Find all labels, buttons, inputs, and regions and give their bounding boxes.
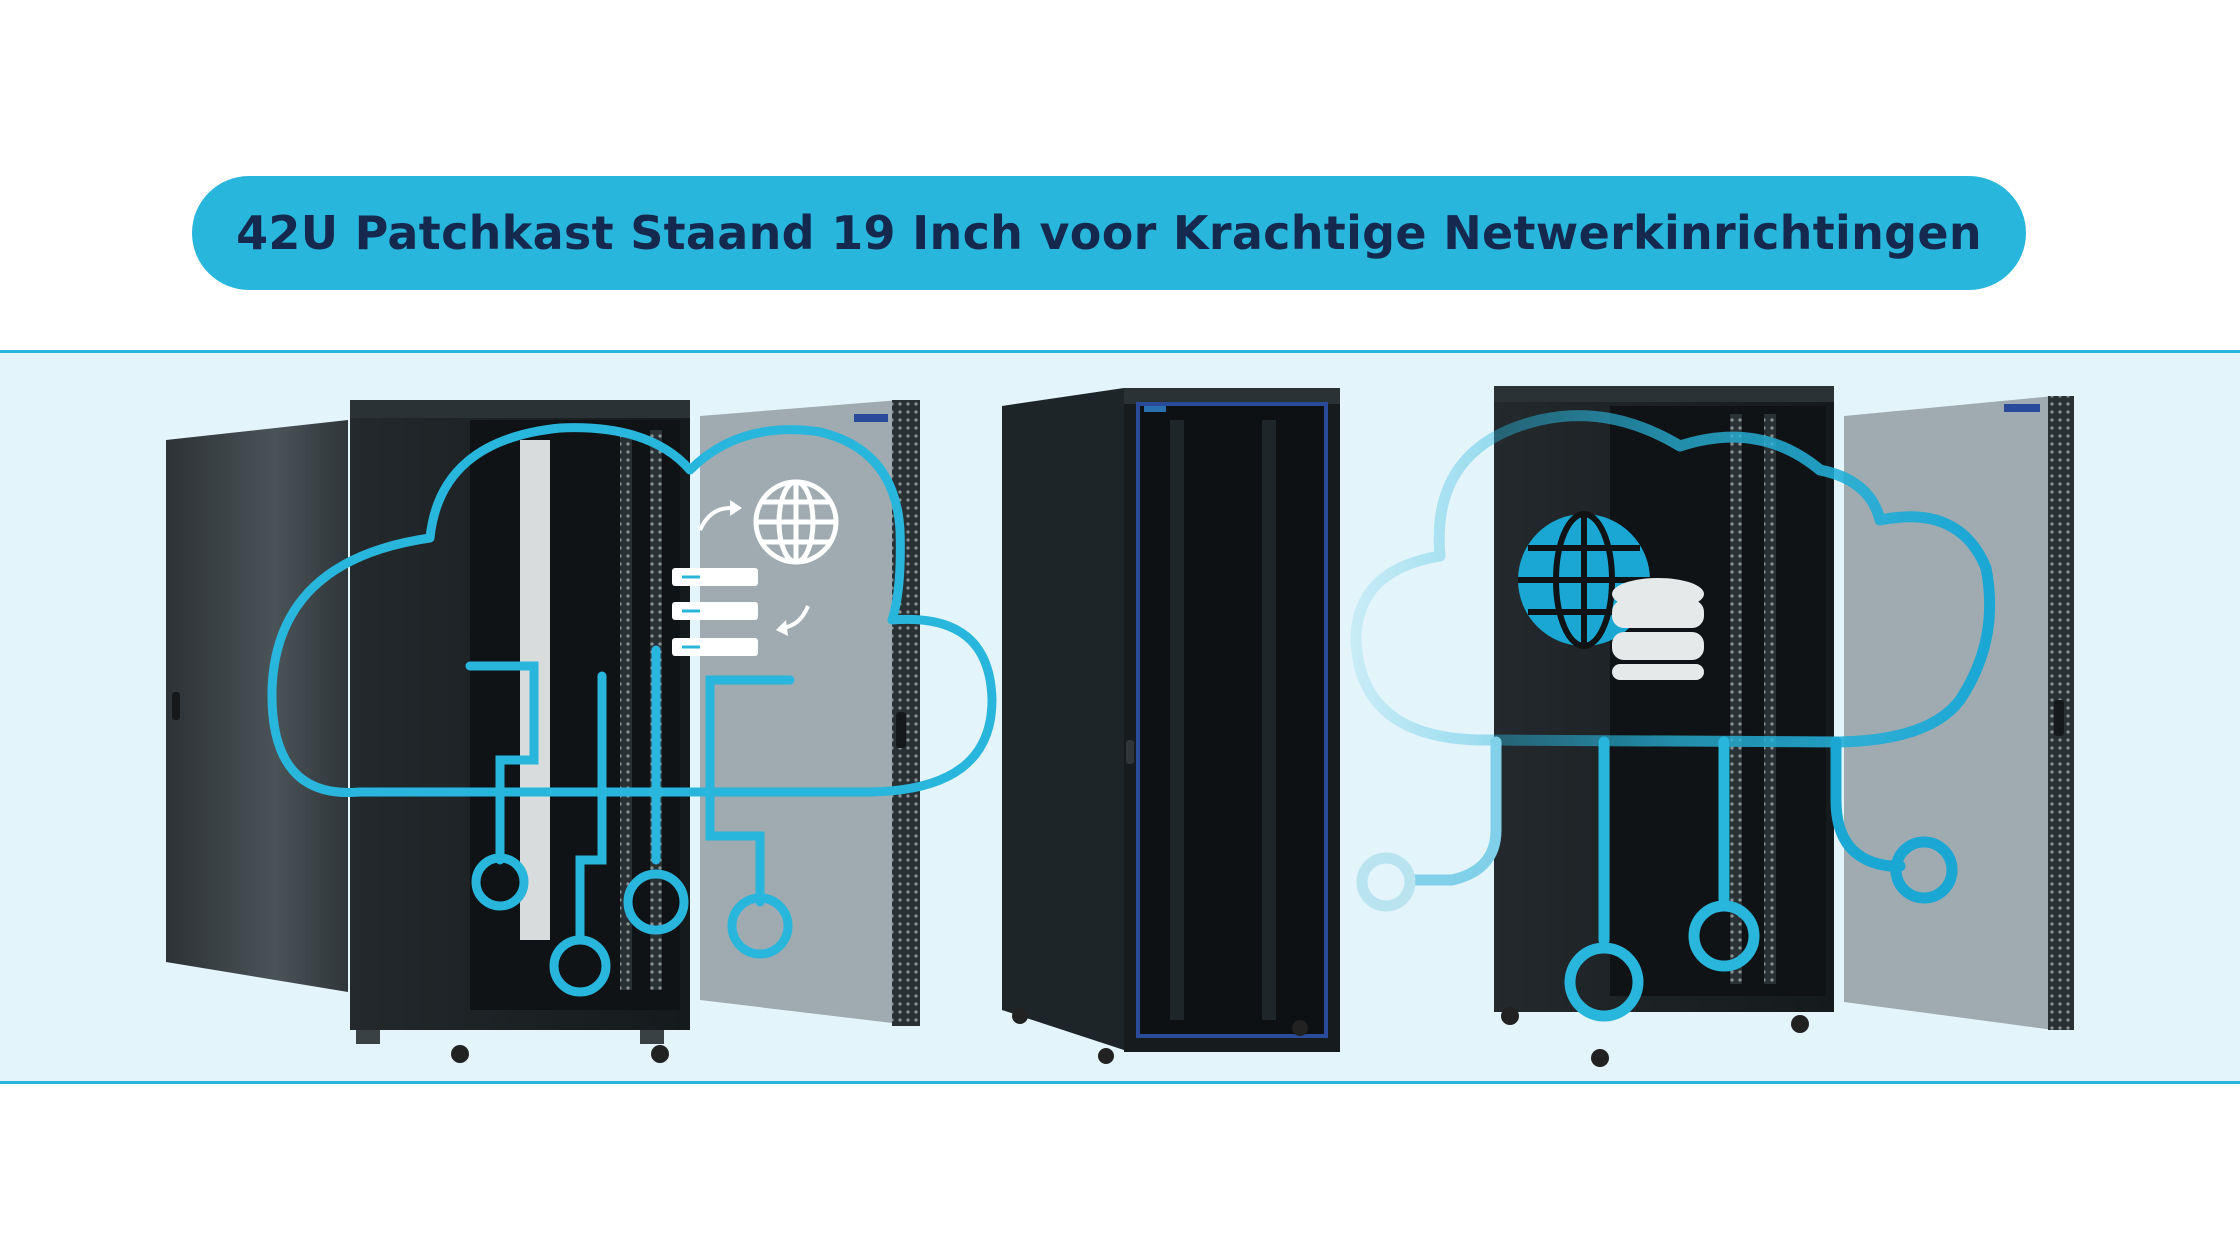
- cabinet-right: [1350, 386, 2074, 1067]
- sync-arrow-icon: [698, 506, 731, 531]
- cloud-outline: [267, 423, 997, 798]
- left-side-door: [166, 420, 348, 992]
- cabinet-center: [1002, 388, 1340, 1064]
- database-icon: [1612, 578, 1704, 680]
- server-stack-icon: [672, 568, 758, 656]
- door-handle-icon: [172, 692, 180, 720]
- page-title: 42U Patchkast Staand 19 Inch voor Kracht…: [236, 206, 1982, 260]
- cloud-outline: [1350, 410, 1996, 748]
- cabinet-side-panel: [1002, 388, 1124, 1050]
- globe-icon: [753, 479, 839, 565]
- glass-door: [700, 400, 900, 1024]
- glass-door-closed: [1136, 402, 1328, 1038]
- circuit-lines: [1356, 736, 1958, 1022]
- circuit-lines: [465, 645, 795, 997]
- title-banner: 42U Patchkast Staand 19 Inch voor Kracht…: [192, 176, 2026, 290]
- cabinet-left: [166, 400, 997, 1063]
- door-lock-icon: [1126, 740, 1134, 764]
